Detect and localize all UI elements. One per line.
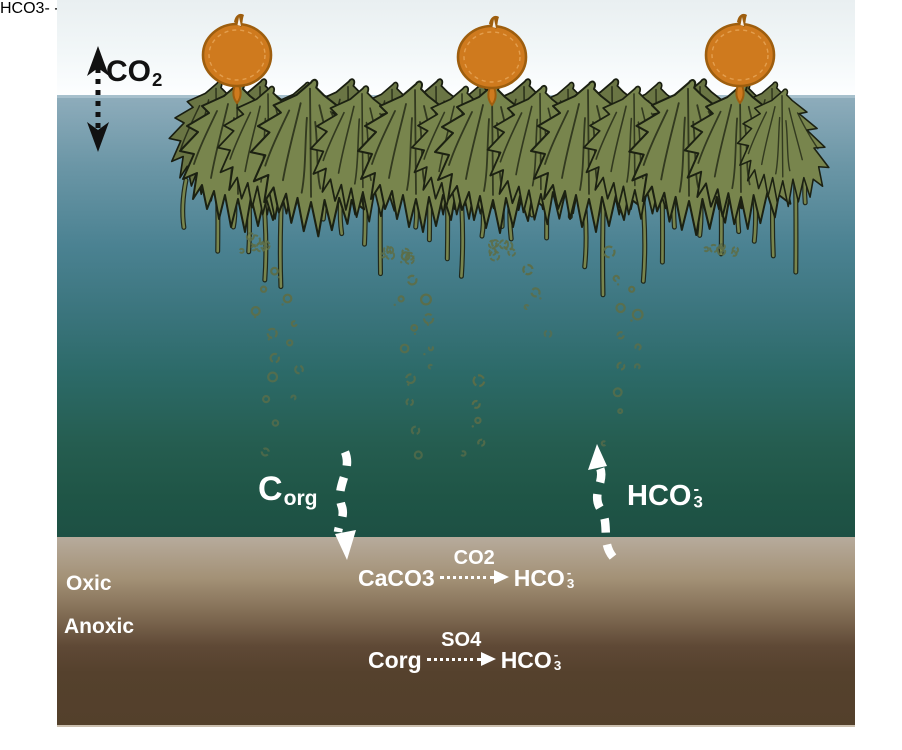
co2-label-base: CO [106,55,151,88]
reaction1-product: HCO-3 [513,564,575,591]
oxic-zone-label: Oxic [66,572,112,595]
reaction1-arrow-icon: CO2 [439,547,509,590]
hco3-label-base: HCO [627,480,692,512]
organic-carbon-label: Corg [258,470,318,509]
co2-label-sub: 2 [152,68,163,90]
corg-label-sub: org [283,487,318,511]
hco3-label-charge: -3 [693,479,703,512]
water-column-region [57,95,855,537]
reaction2-product: HCO-3 [500,646,562,673]
reaction2-reactant: Corg [368,647,422,673]
co2-flux-label: CO2 [106,55,163,90]
reaction2-arrow-icon: SO4 [426,629,496,672]
reaction1-reactant: CaCO3 [358,565,435,591]
carbonate-dissolution-reaction: CaCO3 CO2 HCO-3 [358,548,574,590]
sediment-region [57,537,855,727]
anoxic-zone-label: Anoxic [64,615,135,638]
bicarbonate-label: HCO-3 [627,479,703,512]
sulfate-reduction-reaction: Corg SO4 HCO-3 [368,630,561,672]
sky-region [57,0,855,95]
reaction1-catalyst: CO2 [453,547,495,569]
reaction2-catalyst: SO4 [441,629,482,651]
corg-label-base: C [258,470,283,508]
